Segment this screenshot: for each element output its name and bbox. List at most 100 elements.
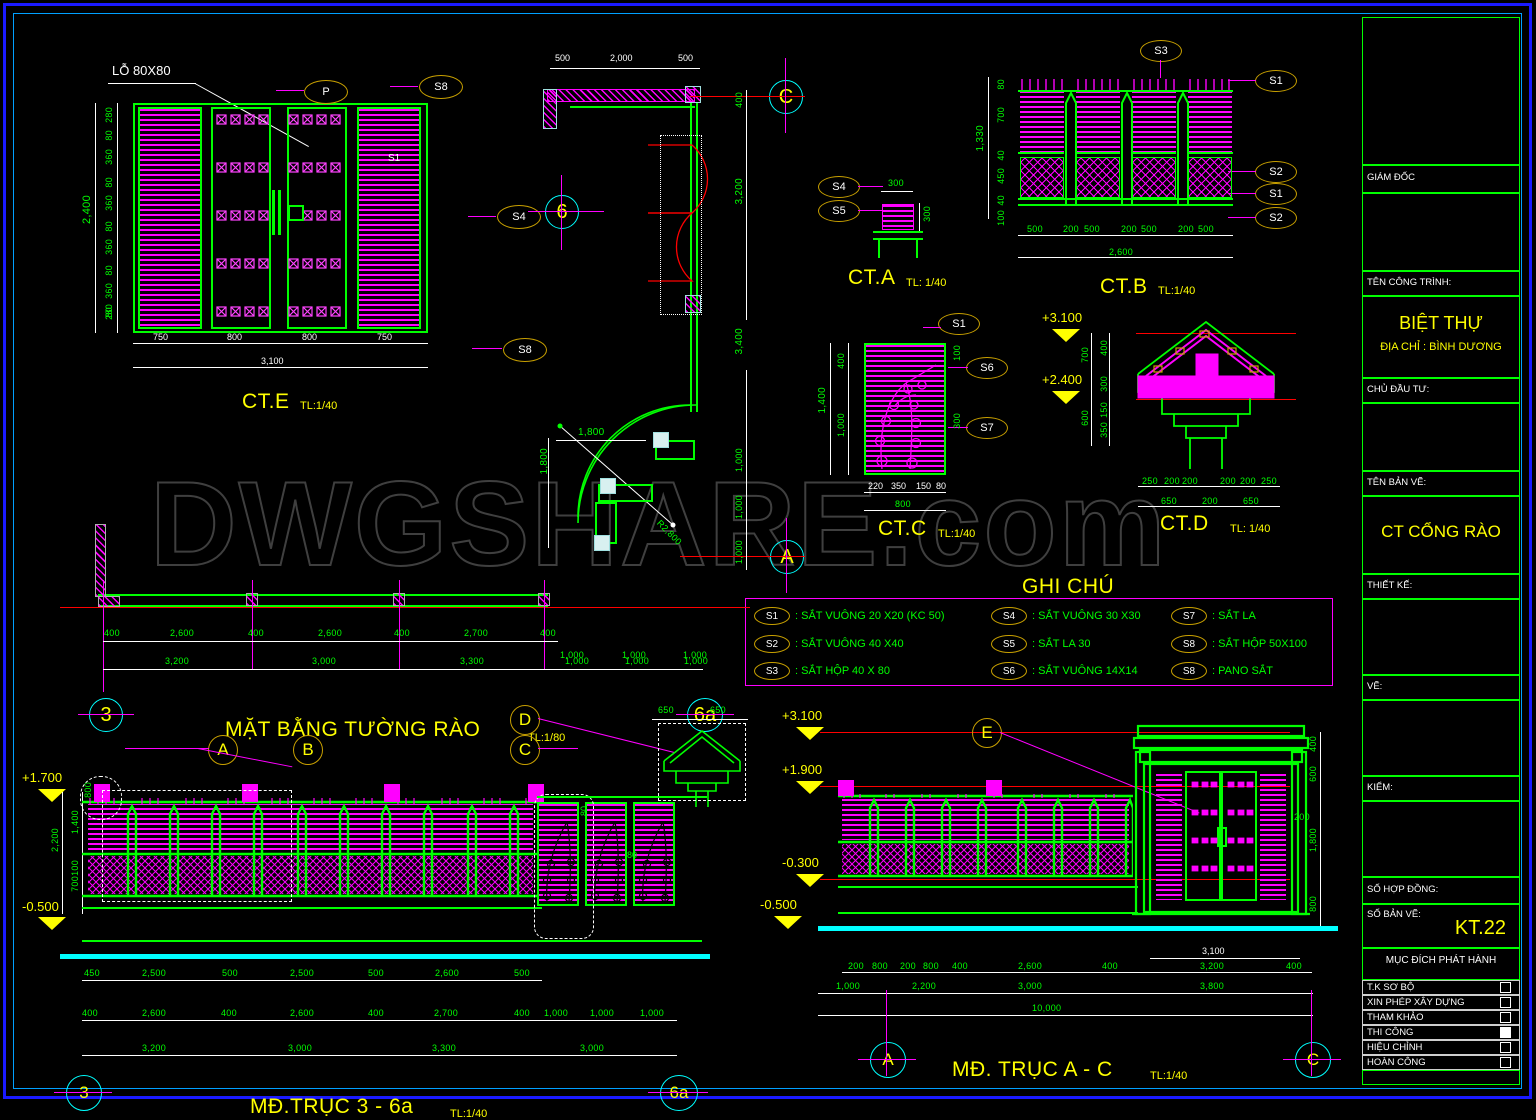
- dashed-outline: [658, 723, 746, 801]
- grid-line-6-v: [561, 175, 562, 250]
- callout-b[interactable]: B: [293, 735, 323, 765]
- dashed-outline-left: [80, 776, 122, 820]
- release-checkbox-0[interactable]: [1500, 982, 1511, 993]
- ct-b-bay-2-upper: [1076, 91, 1120, 153]
- ct-b-bay-4-upper: [1188, 91, 1232, 153]
- ct-c-panel: [864, 343, 946, 475]
- tb-kiem-value-cell[interactable]: [1362, 801, 1520, 877]
- callout-s8-bot[interactable]: S8: [503, 338, 547, 362]
- leader-line: [468, 216, 496, 217]
- callout-s2-b[interactable]: S2: [1255, 207, 1297, 229]
- callout-e[interactable]: E: [972, 718, 1002, 748]
- release-checkbox-4[interactable]: [1500, 1042, 1511, 1053]
- release-checkbox-3[interactable]: [1500, 1027, 1511, 1038]
- ct-d-scale: TL: 1/40: [1230, 523, 1271, 535]
- ct-a-post-r: [916, 238, 918, 258]
- ct-b-bay-3-upper: [1132, 91, 1176, 153]
- dim-line-v-outer: [1091, 333, 1092, 446]
- release-row[interactable]: [1362, 1040, 1520, 1055]
- elev-3-6a-title: MĐ.TRỤC 3 - 6a: [250, 1095, 414, 1118]
- dim-line-h: [133, 343, 428, 344]
- grid-bubble-c[interactable]: C: [1295, 1042, 1331, 1078]
- dim-1-2600a: 2,600: [170, 628, 195, 638]
- level-m0500: -0.500: [22, 899, 59, 914]
- release-row[interactable]: [1362, 980, 1520, 995]
- dim-line-v-outer: [830, 343, 831, 475]
- callout-d[interactable]: D: [510, 705, 540, 735]
- callout-s3[interactable]: S3: [1140, 40, 1182, 62]
- dim-300-w: 300: [888, 178, 904, 188]
- level-line-3100: [820, 732, 1290, 733]
- tb-thietke-value-cell[interactable]: [1362, 599, 1520, 675]
- release-label-3: THI CÔNG: [1367, 1027, 1414, 1038]
- dim-line-c1: [82, 980, 542, 981]
- callout-s4[interactable]: S4: [497, 205, 541, 229]
- dim-v-400: 400: [836, 353, 846, 369]
- tb-ve-value-cell[interactable]: [1362, 700, 1520, 776]
- callout-s8-top[interactable]: S8: [419, 75, 463, 99]
- grid-bubble-c[interactable]: C: [769, 80, 803, 114]
- level-marker: [774, 916, 802, 929]
- callout-p[interactable]: P: [304, 80, 348, 104]
- release-row[interactable]: [1362, 1010, 1520, 1025]
- grid-line-6-h: [528, 211, 604, 212]
- grid-bubble-6[interactable]: 6: [545, 195, 579, 229]
- callout-s6[interactable]: S6: [966, 357, 1008, 379]
- callout-s2-a[interactable]: S2: [1255, 161, 1297, 183]
- dim-h-350: 350: [891, 481, 907, 491]
- dim-line-h: [881, 191, 913, 192]
- callout-s4[interactable]: S4: [818, 176, 860, 198]
- dim-1000-p2: 1,000: [622, 650, 647, 660]
- leader-line: [1160, 60, 1161, 78]
- tb-footer-cell: [1362, 1070, 1520, 1085]
- level-line-2400: [1136, 399, 1296, 400]
- dim-h-250a: 250: [1142, 476, 1158, 486]
- tb-sohopdong-cell[interactable]: [1362, 877, 1520, 904]
- notes-header: GHI CHÚ: [1022, 575, 1115, 598]
- note-code: S2: [754, 635, 790, 653]
- dim-c2-400b: 400: [221, 1008, 237, 1018]
- callout-c[interactable]: C: [510, 735, 540, 765]
- dim-h-2: 200: [1063, 224, 1079, 234]
- release-checkbox-5[interactable]: [1500, 1057, 1511, 1068]
- grid-bubble-a[interactable]: A: [770, 540, 804, 574]
- release-row[interactable]: [1362, 1025, 1520, 1040]
- tb-giamdoc-label: GIÁM ĐỐC: [1367, 172, 1416, 183]
- release-row[interactable]: [1362, 1055, 1520, 1070]
- grid-bubble-3-bottom[interactable]: 3: [66, 1075, 102, 1111]
- ct-e-title: CT.E: [242, 390, 290, 413]
- callout-s1[interactable]: S1: [938, 313, 980, 335]
- leader-line: [108, 83, 196, 84]
- tb-chudautu-value-cell[interactable]: [1362, 403, 1520, 471]
- grid-bubble-6a-bottom[interactable]: 6a: [660, 1075, 698, 1111]
- callout-s5[interactable]: S5: [818, 200, 860, 222]
- dim-v-11: 280: [104, 304, 114, 320]
- ct-b-bay-2-lower: [1076, 157, 1120, 198]
- callout-s7[interactable]: S7: [966, 417, 1008, 439]
- dim-v-total: 1,330: [975, 125, 986, 152]
- tb-sobanve-cell[interactable]: [1362, 904, 1520, 948]
- grid-bubble-a[interactable]: A: [870, 1042, 906, 1078]
- dim-c1-2600: 2,600: [435, 968, 460, 978]
- tb-kiem-label-cell: [1362, 776, 1520, 801]
- release-row[interactable]: [1362, 995, 1520, 1010]
- gate-wall-horizontal: [547, 89, 695, 102]
- tb-tenbanve-value-cell[interactable]: [1362, 496, 1520, 574]
- callout-s1-b[interactable]: S1: [1255, 183, 1297, 205]
- release-label-1: XIN PHÉP XÂY DỰNG: [1367, 997, 1465, 1008]
- dim-line-h: [550, 68, 700, 69]
- release-checkbox-1[interactable]: [1500, 997, 1511, 1008]
- grid-line-v: [252, 580, 253, 670]
- dim-v-3: 360: [104, 149, 114, 165]
- tb-tencongtrinh-value-cell[interactable]: [1362, 296, 1520, 378]
- column-cap: [242, 784, 258, 802]
- tb-thietke-label-cell: [1362, 574, 1520, 599]
- callout-s1-top[interactable]: S1: [1255, 70, 1297, 92]
- level-marker: [1052, 391, 1080, 404]
- leader-line: [538, 748, 578, 749]
- tb-giamdoc-value-cell[interactable]: [1362, 193, 1520, 271]
- elev-fence-run: [82, 798, 537, 906]
- dim-200: 200: [1294, 812, 1310, 822]
- dim-c1-2500a: 2,500: [142, 968, 167, 978]
- release-checkbox-2[interactable]: [1500, 1012, 1511, 1023]
